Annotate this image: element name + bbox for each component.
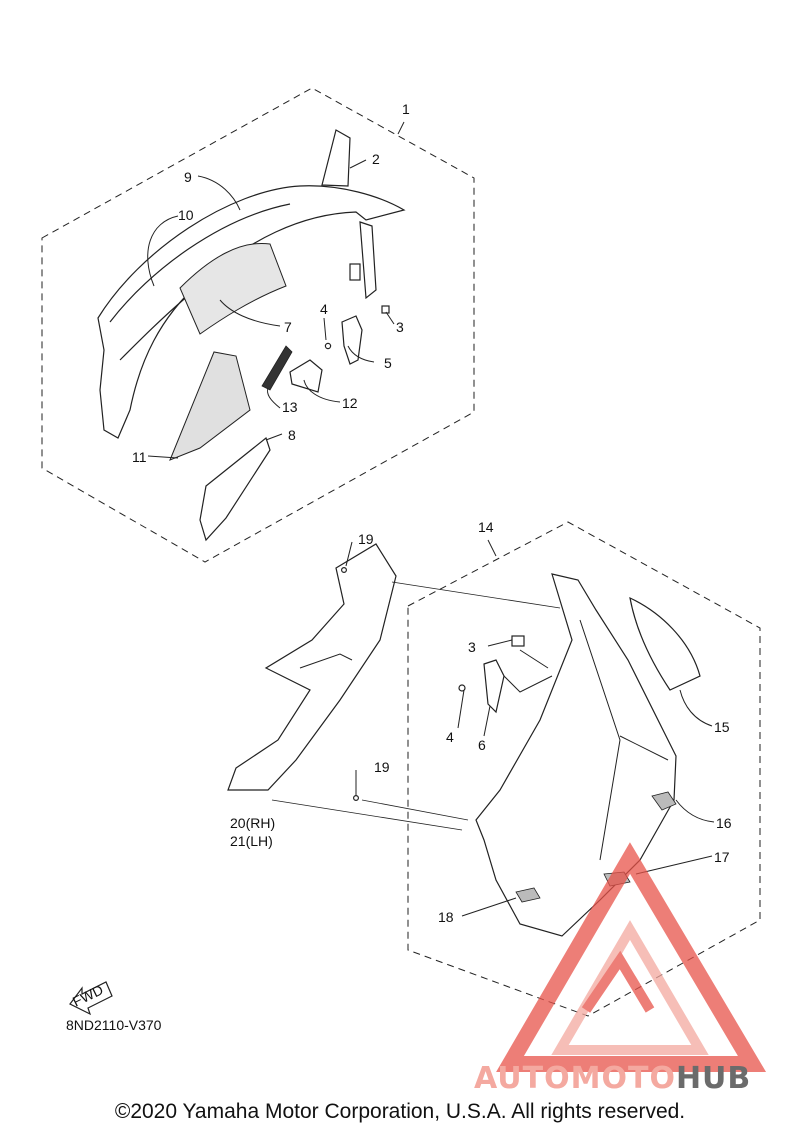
- bracket-part-lower: [511, 635, 525, 647]
- callout-16: 16: [716, 815, 732, 831]
- callout-1: 1: [402, 101, 410, 117]
- watermark-part2: HUB: [676, 1061, 751, 1096]
- side-windscreen-part: [629, 596, 701, 691]
- lower-strip-part: [199, 436, 271, 542]
- windshield-part: [321, 129, 351, 187]
- callout-3b: 3: [468, 639, 476, 655]
- bracket-part: [359, 221, 377, 300]
- callout-9: 9: [184, 169, 192, 185]
- main-side-panel-part: [475, 573, 677, 937]
- watermark-text: AUTOMOTOHUB: [474, 1061, 751, 1096]
- callout-19a: 19: [358, 531, 374, 547]
- callouts: 1 2 9 10 4 7 3 5 12 13 8 11 14 19 3 15 4…: [132, 101, 732, 925]
- diagram-code: 8ND2110-V370: [66, 1017, 162, 1033]
- pad-part: [289, 359, 323, 393]
- callout-12: 12: [342, 395, 358, 411]
- callout-3a: 3: [396, 319, 404, 335]
- callout-10: 10: [178, 207, 194, 223]
- callout-2: 2: [372, 151, 380, 167]
- callout-19b: 19: [374, 759, 390, 775]
- callout-5: 5: [384, 355, 392, 371]
- callout-20: 20(RH): [230, 815, 275, 831]
- trim-part: [261, 345, 293, 391]
- callout-4a: 4: [320, 301, 328, 317]
- inner-panel-part: [169, 351, 251, 461]
- callout-6: 6: [478, 737, 486, 753]
- fwd-arrow-icon: FWD: [69, 981, 113, 1016]
- assembly-boundary-1: [41, 87, 475, 563]
- callout-11: 11: [132, 449, 147, 465]
- clip-part: [341, 315, 363, 365]
- watermark-part1: AUTOMOTO: [474, 1061, 676, 1096]
- screen-mesh-part: [179, 242, 287, 335]
- cowl-body-part: [97, 185, 406, 439]
- callout-18: 18: [438, 909, 454, 925]
- clip-part-lower: [483, 659, 505, 714]
- decal-18: [515, 887, 541, 903]
- callout-14: 14: [478, 519, 494, 535]
- callout-7: 7: [284, 319, 292, 335]
- callout-15: 15: [714, 719, 730, 735]
- callout-21: 21(LH): [230, 833, 273, 849]
- decal-16: [651, 791, 677, 811]
- callout-8: 8: [288, 427, 296, 443]
- side-cover-part: [227, 543, 397, 791]
- callout-4b: 4: [446, 729, 454, 745]
- copyright-notice: ©2020 Yamaha Motor Corporation, U.S.A. A…: [114, 1100, 686, 1123]
- assembly-boundary-14: [407, 521, 761, 1017]
- callout-13: 13: [282, 399, 298, 415]
- watermark-logo: [496, 842, 767, 1072]
- callout-17: 17: [714, 849, 730, 865]
- upper-cowl-assembly: [97, 121, 406, 542]
